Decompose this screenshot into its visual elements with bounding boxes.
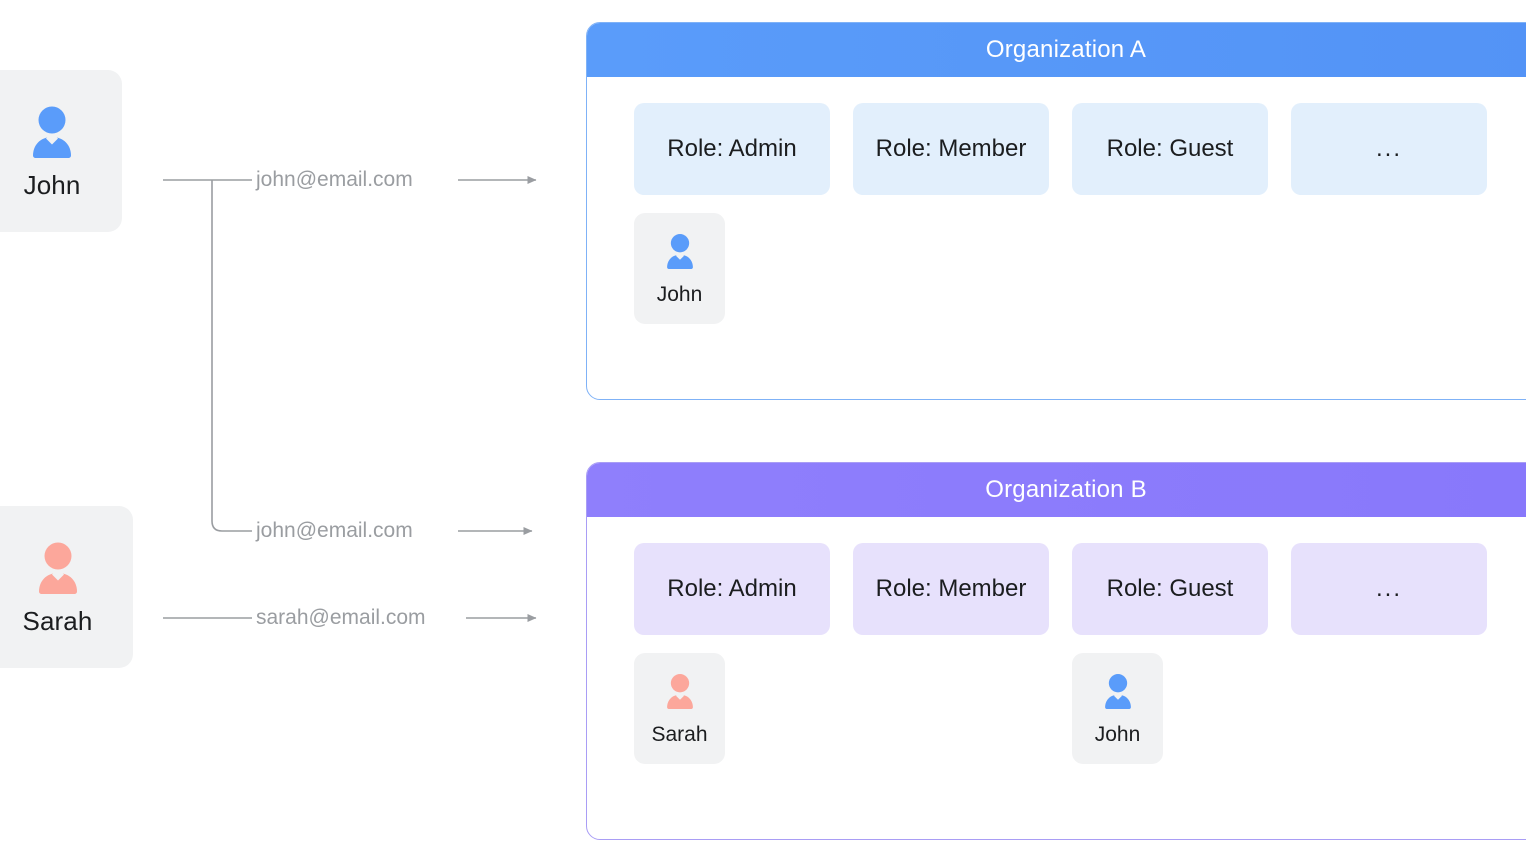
edge-label-john-org-b: john@email.com (256, 519, 413, 542)
role-chip-more[interactable]: ... (1291, 543, 1487, 635)
member-slot-guest (1072, 213, 1268, 324)
member-name-label: John (656, 283, 703, 306)
person-icon (661, 232, 699, 277)
person-name-label: John (23, 170, 81, 200)
organization-b-title: Organization B (587, 463, 1526, 517)
organization-b-body: Role: Admin Role: Member Role: Guest ... (587, 517, 1526, 764)
organization-panel-b: Organization B Role: Admin Role: Member … (586, 462, 1526, 840)
role-chip-guest[interactable]: Role: Guest (1072, 103, 1268, 195)
member-slot-more (1291, 213, 1487, 324)
role-chip-row: Role: Admin Role: Member Role: Guest ... (587, 103, 1526, 195)
role-chip-more[interactable]: ... (1291, 103, 1487, 195)
person-icon (1099, 672, 1137, 717)
person-icon (30, 540, 86, 598)
member-card-sarah[interactable]: Sarah (634, 653, 725, 764)
edge-label-john-org-a: john@email.com (256, 168, 413, 191)
organization-a-title: Organization A (587, 23, 1526, 77)
member-slot-more (1291, 653, 1487, 764)
role-chip-member[interactable]: Role: Member (853, 543, 1049, 635)
person-name-label: Sarah (22, 606, 93, 636)
organization-a-body: Role: Admin Role: Member Role: Guest ... (587, 77, 1526, 324)
edge-label-sarah-org-b: sarah@email.com (256, 606, 426, 629)
person-icon (24, 104, 80, 162)
organization-panel-a: Organization A Role: Admin Role: Member … (586, 22, 1526, 400)
role-chip-guest[interactable]: Role: Guest (1072, 543, 1268, 635)
member-card-john[interactable]: John (1072, 653, 1163, 764)
member-slot-admin: Sarah (634, 653, 830, 764)
role-chip-member[interactable]: Role: Member (853, 103, 1049, 195)
role-chip-row: Role: Admin Role: Member Role: Guest ... (587, 543, 1526, 635)
person-card-sarah[interactable]: Sarah (0, 506, 133, 668)
member-card-john[interactable]: John (634, 213, 725, 324)
member-name-label: Sarah (651, 723, 708, 746)
member-row: Sarah John (587, 653, 1526, 764)
role-chip-admin[interactable]: Role: Admin (634, 543, 830, 635)
edge-john-branch-down (211, 180, 252, 532)
member-name-label: John (1094, 723, 1141, 746)
member-slot-member (853, 653, 1049, 764)
member-row: John (587, 213, 1526, 324)
member-slot-guest: John (1072, 653, 1268, 764)
member-slot-member (853, 213, 1049, 324)
person-card-john[interactable]: John (0, 70, 122, 232)
role-chip-admin[interactable]: Role: Admin (634, 103, 830, 195)
member-slot-admin: John (634, 213, 830, 324)
person-icon (661, 672, 699, 717)
